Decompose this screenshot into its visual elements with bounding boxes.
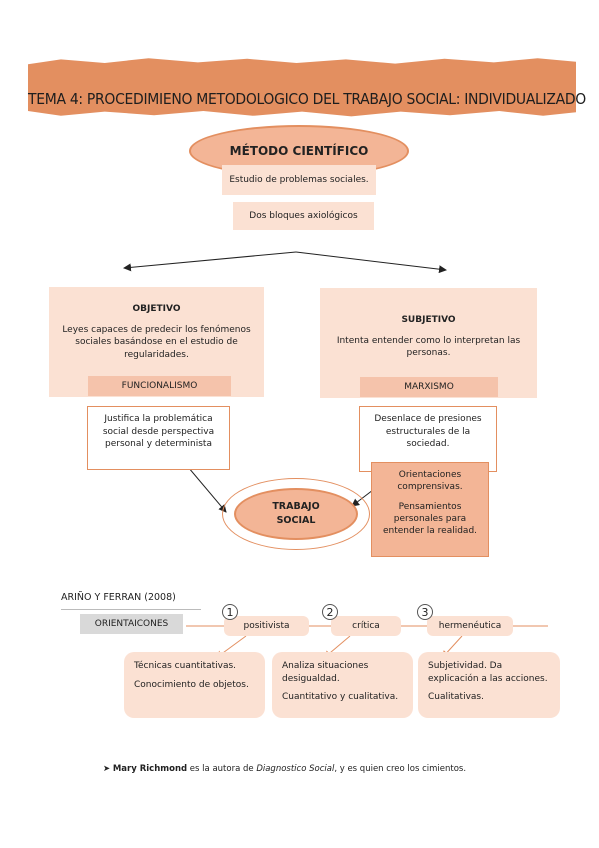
author-ref: ARIÑO Y FERRAN (2008) (61, 592, 201, 610)
subjetivo-outcome: Desenlace de presiones estructurales de … (359, 406, 497, 472)
number-one-icon: 1 (222, 604, 238, 620)
marxismo-label: MARXISMO (360, 377, 498, 397)
orientation-comprehensive: Orientaciones comprensivas. (397, 470, 463, 492)
blocks-box: Dos bloques axiológicos (233, 202, 374, 230)
orientations-label: ORIENTAICONES (80, 614, 183, 634)
objetivo-justification: Justifica la problemática social desde p… (87, 406, 230, 470)
objetivo-desc: Leyes capaces de predecir los fenómenos … (62, 324, 251, 360)
arrow-right (295, 251, 447, 274)
trabajo-social-outer-ring (222, 478, 370, 550)
objetivo-title: OBJETIVO (132, 304, 181, 314)
study-box: Estudio de problemas sociales. (222, 165, 376, 195)
critica-notes: Analiza situaciones desigualdad. Cuantit… (272, 652, 413, 718)
subjetivo-desc: Intenta entender como lo interpretan las… (336, 335, 521, 359)
subjetivo-title: SUBJETIVO (401, 315, 456, 325)
orientation-personal: Pensamientos personales para entender la… (382, 502, 478, 536)
bullet-arrow-icon: ➤ (103, 764, 113, 774)
funcionalismo-label: FUNCIONALISMO (88, 376, 231, 396)
method-title: MÉTODO CIENTÍFICO (229, 144, 369, 158)
orientation-hermeneutica: hermenéutica (427, 616, 513, 636)
hermeneutica-notes: Subjetividad. Da explicación a las accio… (418, 652, 560, 718)
trabajo-social-line2: SOCIAL (276, 515, 316, 526)
footer-work: Diagnostico Social (256, 764, 335, 774)
subjetivo-orientations: Orientaciones comprensivas. Pensamientos… (371, 462, 489, 557)
trabajo-social-line1: TRABAJO (272, 501, 320, 512)
number-three-icon: 3 (417, 604, 433, 620)
arrow-left (123, 251, 297, 272)
footer-note: ➤ Mary Richmond es la autora de Diagnost… (103, 764, 467, 774)
trabajo-social-oval: TRABAJO SOCIAL (234, 488, 358, 540)
footer-name: Mary Richmond (112, 764, 188, 774)
orientation-critica: crítica (331, 616, 401, 636)
number-two-icon: 2 (322, 604, 338, 620)
positivista-notes: Técnicas cuantitativas. Conocimiento de … (124, 652, 265, 718)
title-band (28, 58, 576, 117)
orientation-positivista: positivista (224, 616, 309, 636)
page-title: TEMA 4: PROCEDIMIENO METODOLOGICO DEL TR… (28, 90, 586, 108)
